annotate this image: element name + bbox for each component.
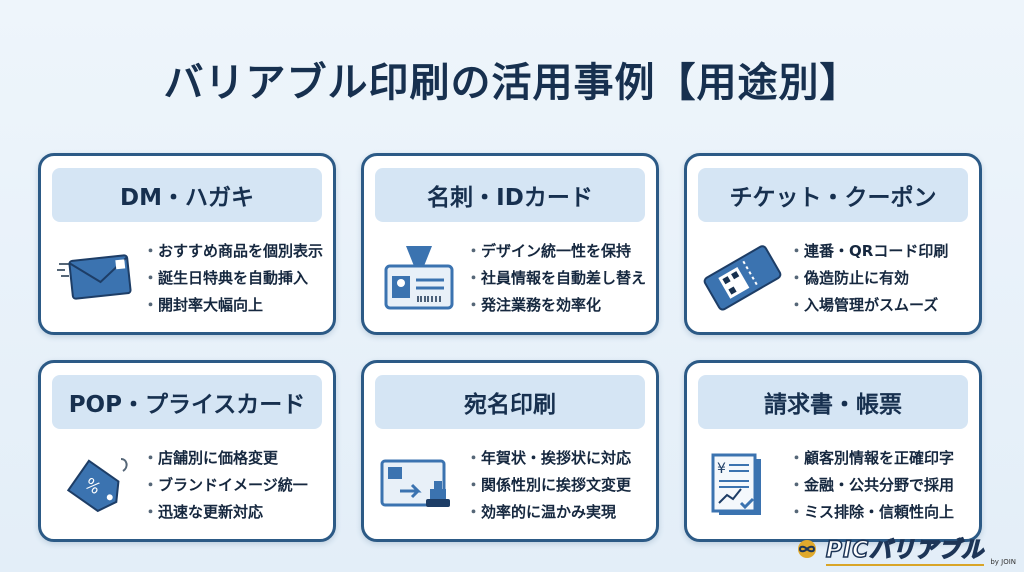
feature-list: 年賀状・挨拶状に対応関係性別に挨拶文変更効率的に温かみ実現: [466, 445, 631, 526]
feature-item: ミス排除・信頼性向上: [789, 499, 954, 526]
logo: PICバリアブル by JOIN: [794, 532, 1016, 566]
use-case-card: 名刺・IDカードデザイン統一性を保持社員情報を自動差し替え発注業務を効率化: [361, 153, 659, 335]
feature-item: 迅速な更新対応: [143, 499, 308, 526]
feature-item: 連番・QRコード印刷: [789, 238, 948, 265]
feature-item: ブランドイメージ統一: [143, 472, 308, 499]
feature-list: おすすめ商品を個別表示誕生日特典を自動挿入開封率大幅向上: [143, 238, 323, 319]
ticket-icon: [703, 245, 782, 311]
use-case-card: チケット・クーポン連番・QRコード印刷偽造防止に有効入場管理がスムーズ: [684, 153, 982, 335]
card-heading: 請求書・帳票: [698, 375, 968, 429]
feature-item: 誕生日特典を自動挿入: [143, 265, 323, 292]
feature-list: 顧客別情報を正確印字金融・公共分野で採用ミス排除・信頼性向上: [789, 445, 954, 526]
logo-text: PICバリアブル: [825, 532, 985, 566]
feature-item: 年賀状・挨拶状に対応: [466, 445, 631, 472]
use-case-card: DM・ハガキおすすめ商品を個別表示誕生日特典を自動挿入開封率大幅向上: [38, 153, 336, 335]
card-heading: 名刺・IDカード: [375, 168, 645, 222]
feature-item: 金融・公共分野で採用: [789, 472, 954, 499]
feature-list: デザイン統一性を保持社員情報を自動差し替え発注業務を効率化: [466, 238, 646, 319]
feature-item: 開封率大幅向上: [143, 292, 323, 319]
feature-list: 連番・QRコード印刷偽造防止に有効入場管理がスムーズ: [789, 238, 948, 319]
feature-list: 店舗別に価格変更ブランドイメージ統一迅速な更新対応: [143, 445, 308, 526]
feature-item: 発注業務を効率化: [466, 292, 646, 319]
invoice-icon: ¥: [711, 453, 761, 515]
page-title: バリアブル印刷の活用事例【用途別】: [163, 60, 861, 106]
card-heading: 宛名印刷: [375, 375, 645, 429]
feature-item: 店舗別に価格変更: [143, 445, 308, 472]
feature-item: 社員情報を自動差し替え: [466, 265, 646, 292]
feature-item: 偽造防止に有効: [789, 265, 948, 292]
card-heading: チケット・クーポン: [698, 168, 968, 222]
card-heading: POP・プライスカード: [52, 375, 322, 429]
envelope-icon: [57, 254, 132, 300]
logo-by: by JOIN: [990, 558, 1016, 566]
card-heading: DM・ハガキ: [52, 168, 322, 222]
price-tag-icon: %: [66, 458, 128, 513]
id-card-icon: [384, 246, 454, 310]
svg-text:¥: ¥: [717, 461, 726, 477]
use-case-card: POP・プライスカード% 店舗別に価格変更ブランドイメージ統一迅速な更新対応: [38, 360, 336, 542]
address-label-icon: [380, 459, 450, 507]
feature-item: おすすめ商品を個別表示: [143, 238, 323, 265]
feature-item: デザイン統一性を保持: [466, 238, 646, 265]
feature-item: 関係性別に挨拶文変更: [466, 472, 631, 499]
infinity-logo-icon: [797, 540, 816, 558]
use-case-card: 宛名印刷年賀状・挨拶状に対応関係性別に挨拶文変更効率的に温かみ実現: [361, 360, 659, 542]
feature-item: 入場管理がスムーズ: [789, 292, 948, 319]
use-case-card: 請求書・帳票 ¥ 顧客別情報を正確印字金融・公共分野で採用ミス排除・信頼性向上: [684, 360, 982, 542]
feature-item: 顧客別情報を正確印字: [789, 445, 954, 472]
feature-item: 効率的に温かみ実現: [466, 499, 631, 526]
